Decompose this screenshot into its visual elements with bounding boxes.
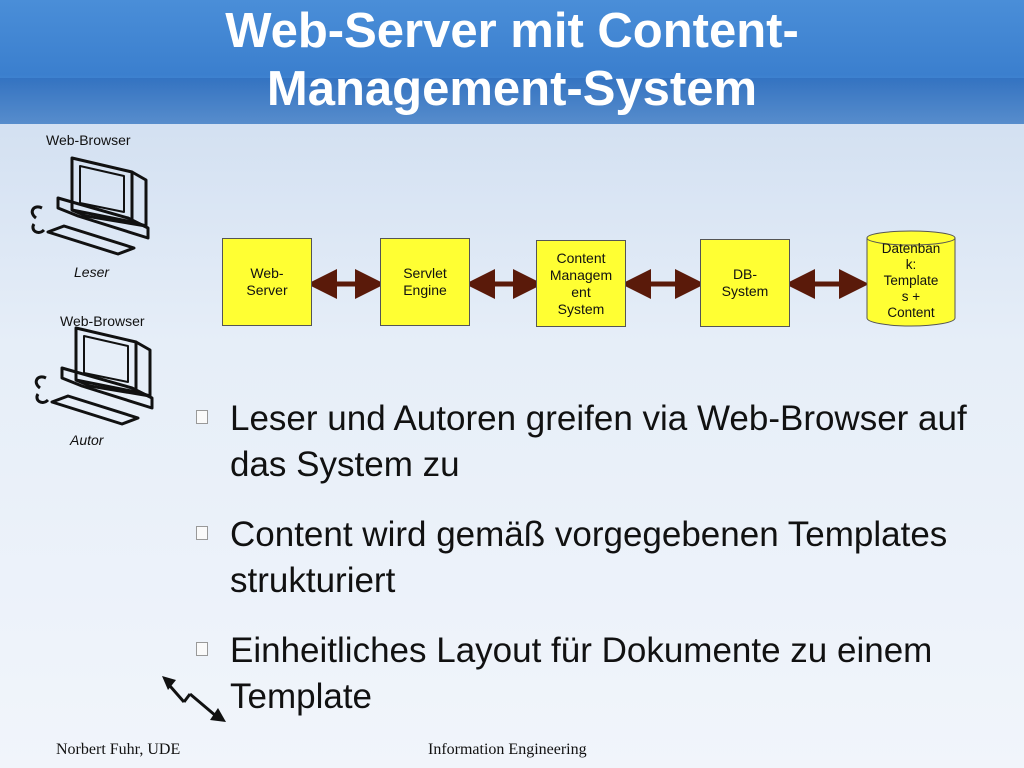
box-db-system: DB- System — [700, 239, 790, 327]
box-web-server: Web- Server — [222, 238, 312, 326]
bullet-item: Content wird gemäß vorgegebenen Template… — [196, 512, 996, 604]
box-cms: Content Managem ent System — [536, 240, 626, 327]
computer-icon — [34, 326, 154, 426]
bullet-list: Leser und Autoren greifen via Web-Browse… — [196, 396, 996, 744]
bullet-marker-icon — [196, 410, 208, 424]
box-db-system-label: DB- System — [721, 266, 769, 299]
title-bar — [0, 0, 1024, 124]
database-label-text: Datenban k: Template s + Content — [881, 241, 941, 320]
client-leser-label: Leser — [74, 264, 110, 280]
client-autor-top-label: Web-Browser — [60, 313, 145, 329]
double-arrow-icon — [162, 676, 226, 722]
box-servlet-engine: Servlet Engine — [380, 238, 470, 326]
box-web-server-label: Web- Server — [246, 265, 288, 298]
database-cylinder-icon — [866, 230, 956, 327]
client-leser-top-label: Web-Browser — [46, 132, 131, 148]
bullet-marker-icon — [196, 642, 208, 656]
footer-author: Norbert Fuhr, UDE — [56, 741, 181, 758]
bullet-marker-icon — [196, 526, 208, 540]
client-autor-label: Autor — [70, 432, 104, 448]
box-servlet-engine-label: Servlet Engine — [403, 265, 447, 298]
bullet-text: Leser und Autoren greifen via Web-Browse… — [230, 399, 967, 484]
bullet-text: Einheitliches Layout für Dokumente zu ei… — [230, 631, 933, 716]
slide-title: Web-Server mit Content- Management-Syste… — [0, 2, 1024, 118]
computer-icon — [30, 156, 150, 256]
bullet-item: Einheitliches Layout für Dokumente zu ei… — [196, 628, 996, 720]
bullet-text: Content wird gemäß vorgegebenen Template… — [230, 515, 948, 600]
slide-title-line2: Management-System — [266, 62, 758, 116]
slide-title-line1: Web-Server mit Content- — [225, 4, 799, 58]
bullet-item: Leser und Autoren greifen via Web-Browse… — [196, 396, 996, 488]
box-cms-label: Content Managem ent System — [549, 249, 613, 317]
database-label: Datenban k: Template s + Content — [868, 241, 954, 321]
footer-course: Information Engineering — [428, 741, 587, 758]
